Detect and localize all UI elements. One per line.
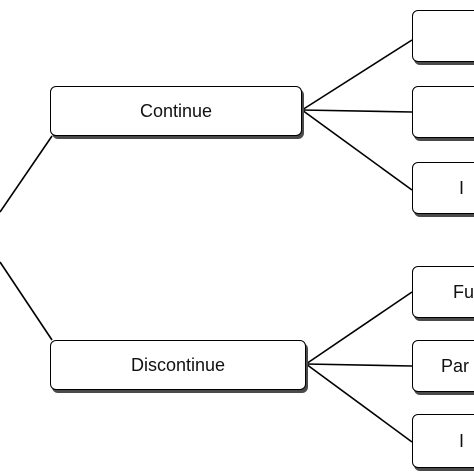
connector-continue-leaf-1: [301, 39, 413, 111]
leaf-node-3: I: [412, 162, 474, 214]
leaf-node-5-label: Par: [441, 355, 470, 376]
leaf-node-6: I: [412, 414, 474, 468]
continue-node-label: Continue: [139, 100, 213, 121]
leaf-node-4: Fu: [412, 266, 474, 318]
continue-node: Continue: [50, 86, 302, 136]
connector-continue-leaf-2: [301, 109, 413, 113]
connector-continue-leaf-3: [301, 109, 413, 191]
connector-discontinue-leaf-6: [305, 363, 413, 443]
leaf-node-1: [412, 10, 474, 62]
leaf-node-6-label: I: [459, 430, 465, 451]
connector-discontinue-leaf-4: [305, 291, 413, 365]
leaf-node-4-label: Fu: [453, 281, 474, 302]
connector-root-discontinue: [0, 261, 53, 341]
discontinue-node: Discontinue: [50, 340, 306, 390]
discontinue-node-label: Discontinue: [130, 354, 226, 375]
leaf-node-5: Par: [412, 340, 474, 392]
leaf-node-3-label: I: [459, 177, 465, 198]
leaf-node-2: [412, 86, 474, 138]
connector-root-continue: [0, 135, 53, 213]
connector-discontinue-leaf-5: [305, 363, 413, 367]
